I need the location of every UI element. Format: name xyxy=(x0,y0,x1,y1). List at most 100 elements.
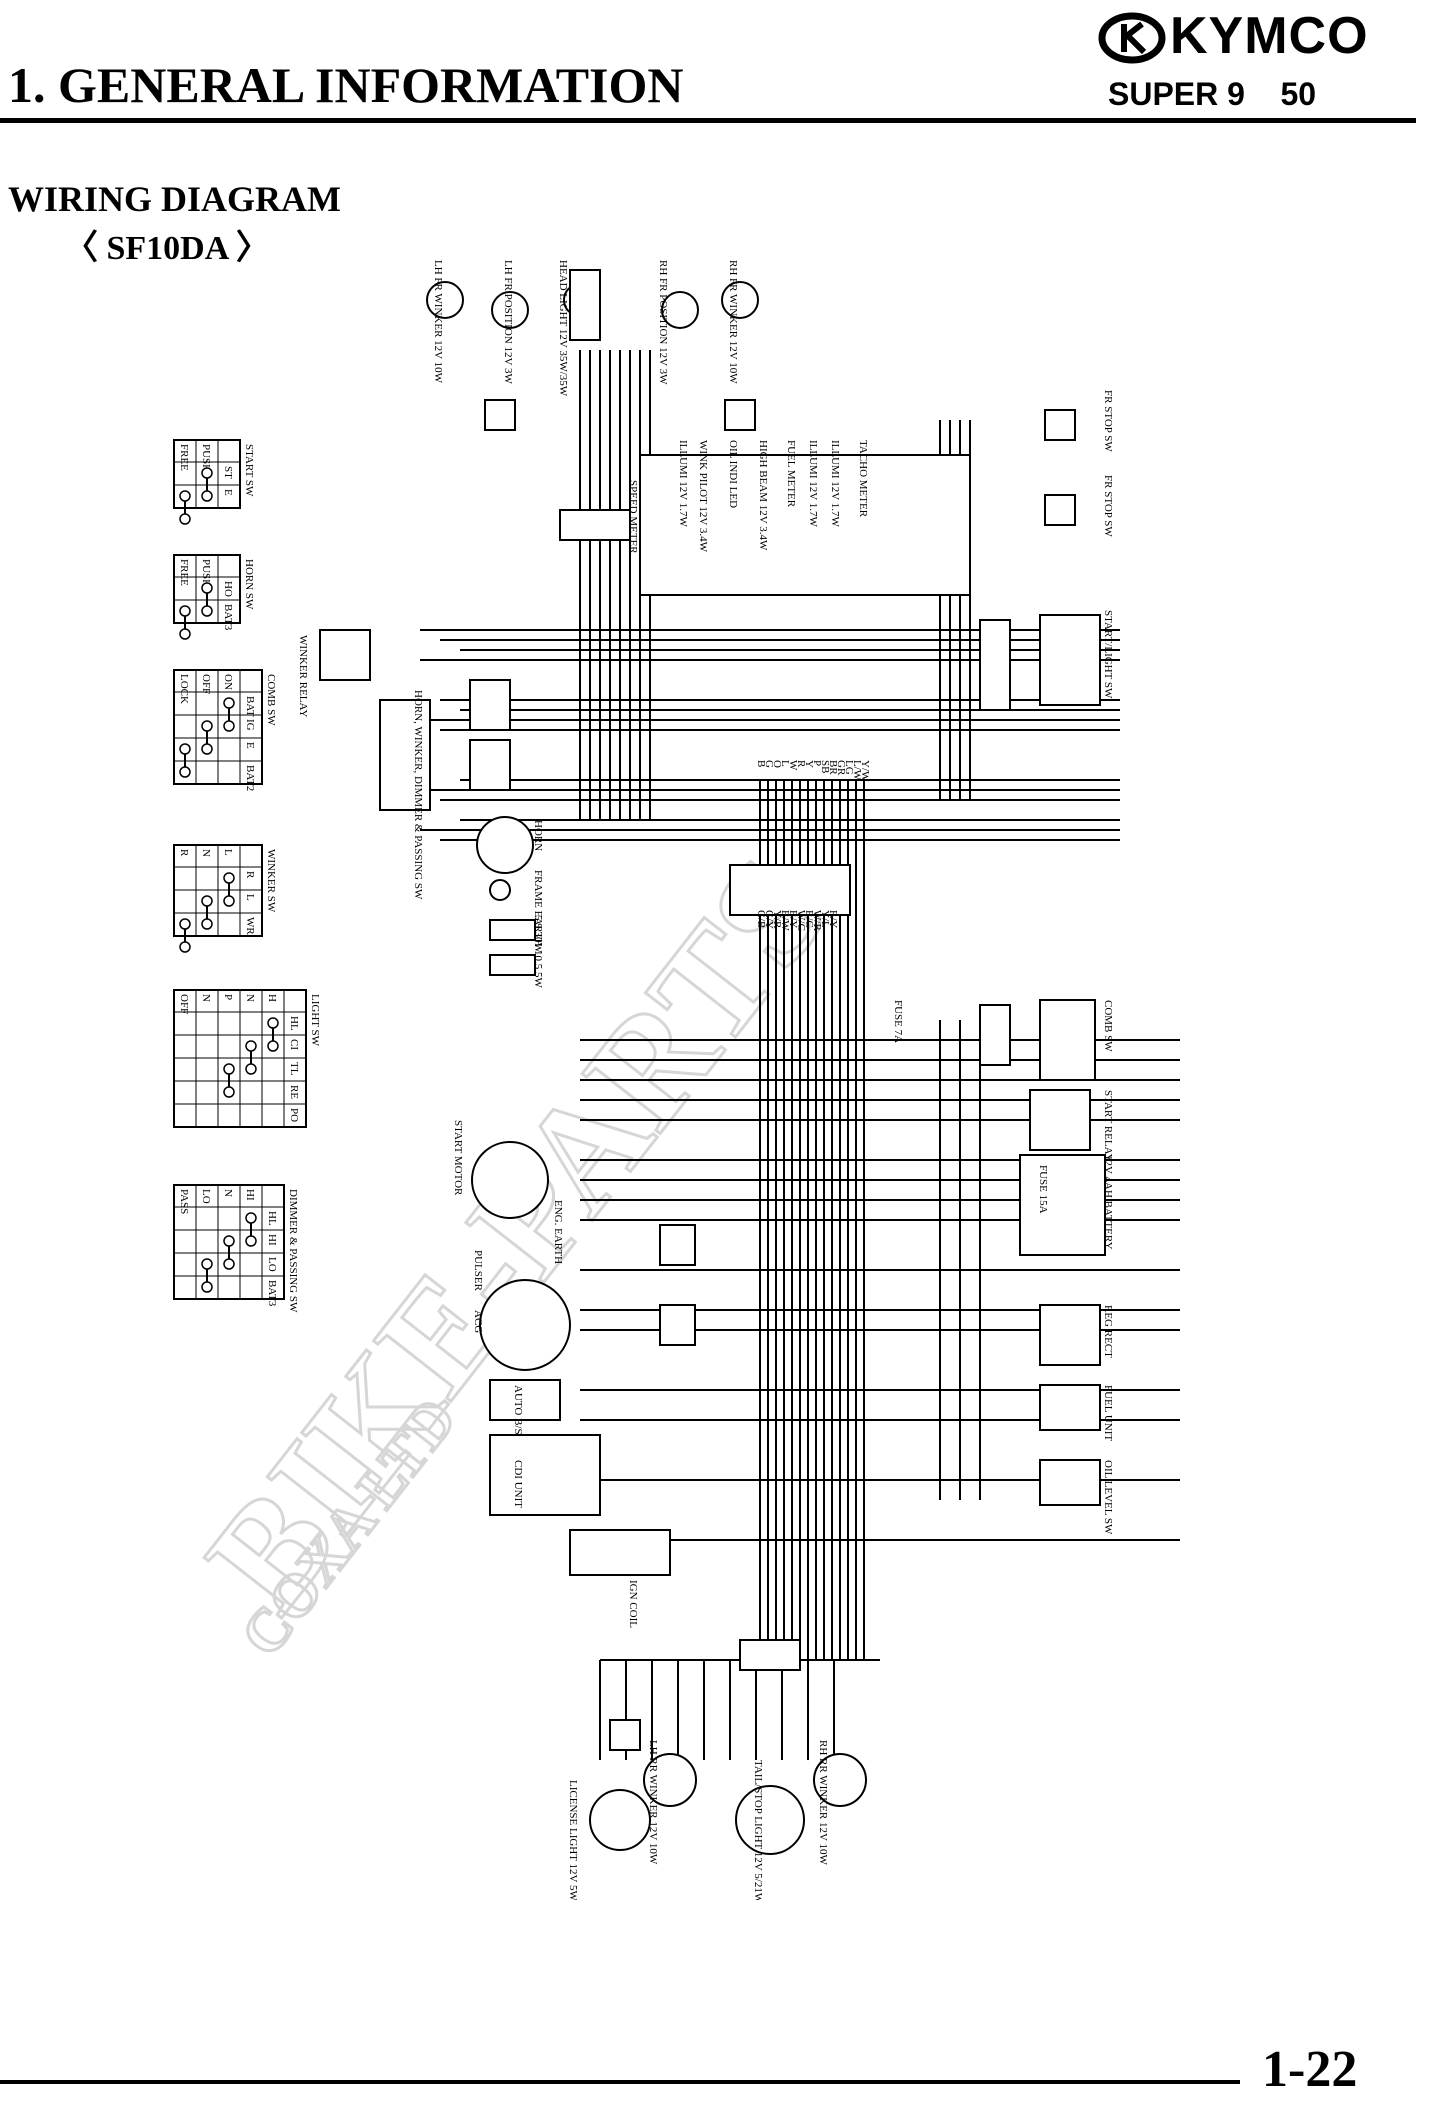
connector xyxy=(469,739,511,791)
wire-color-label: L xyxy=(779,760,791,767)
wire-color-label: B/G xyxy=(803,910,815,928)
wire-color-label: LG xyxy=(843,760,855,775)
table-row-label: N xyxy=(244,994,256,1002)
wire-color-label: Y xyxy=(803,760,815,768)
contact-dot xyxy=(179,605,191,617)
components xyxy=(319,269,1106,1855)
horn xyxy=(476,816,534,874)
table-row-label: OFF xyxy=(200,674,212,694)
component-label: FRAME EARTH xyxy=(532,870,544,947)
connector xyxy=(724,399,756,431)
component-label: 10.5 5W xyxy=(532,950,544,989)
table-col-label: BAT3 xyxy=(266,1280,278,1307)
contact-dot xyxy=(223,1086,235,1098)
component-label: WINK PILOT 12V 3.4W xyxy=(697,440,709,553)
wire-color-label: Y/R xyxy=(771,910,783,929)
table-row-label: H xyxy=(266,994,278,1002)
contact-dot xyxy=(179,766,191,778)
acg xyxy=(479,1279,571,1371)
table-title: COMB SW xyxy=(265,674,277,726)
diagram-title: WIRING DIAGRAM xyxy=(8,179,341,219)
frame-earth xyxy=(489,879,511,901)
rear-bulb xyxy=(643,1753,697,1807)
contact-dot xyxy=(201,582,213,594)
wire-color-label: BR xyxy=(827,760,839,775)
table-row-label: PUSH xyxy=(200,444,212,472)
table-row-label: FREE xyxy=(178,444,190,471)
contact-dot xyxy=(223,872,235,884)
wire-color-label: B/W xyxy=(779,910,791,931)
table-row-label: P xyxy=(222,994,234,1000)
battery xyxy=(1019,1154,1106,1256)
table-row-label: L xyxy=(222,849,234,856)
table-row-label: ON xyxy=(222,674,234,690)
oil-level-sw xyxy=(1039,1459,1101,1506)
component-label: ILLUMI 12V 1.7W xyxy=(829,440,841,527)
table-col-label: E xyxy=(222,489,234,496)
wire-color-label: W/G xyxy=(795,910,807,931)
table-row-label: N xyxy=(200,994,212,1002)
cdi-unit xyxy=(489,1434,601,1516)
fuel-unit xyxy=(1039,1384,1101,1431)
contact-dot xyxy=(201,1281,213,1293)
contact-dot xyxy=(245,1040,257,1052)
contact-dot xyxy=(201,467,213,479)
section-number: 1. xyxy=(8,57,46,113)
table-col-label: BAT2 xyxy=(244,765,256,791)
table-row-label: R xyxy=(178,849,190,857)
connector xyxy=(469,679,511,731)
table-row-label: N xyxy=(222,1189,234,1197)
comb-sw-box xyxy=(1039,999,1096,1081)
component-label: AUTO B/S xyxy=(512,1385,524,1435)
reg-rect xyxy=(1039,1304,1101,1366)
table-col-label: TL xyxy=(288,1062,300,1076)
wire-color-label: R xyxy=(795,760,807,768)
table-title: START SW xyxy=(243,444,255,497)
rear-bulb xyxy=(589,1789,651,1851)
wire-color-label: L/W xyxy=(851,760,863,781)
component-label: RH RR WINKER 12V 10W xyxy=(817,1740,829,1865)
wire-color-label: B xyxy=(755,760,767,767)
component-label: START MOTOR xyxy=(452,1120,464,1196)
contact-dot xyxy=(179,918,191,930)
connector xyxy=(739,1639,801,1671)
start-motor xyxy=(471,1141,549,1219)
connector-block xyxy=(729,864,851,916)
table-col-label: R xyxy=(244,871,256,879)
component-label: LH FR WINKER 12V 10W xyxy=(432,260,444,384)
front-bulb xyxy=(721,281,759,319)
table-col-label: RE xyxy=(288,1085,300,1099)
contact-dot xyxy=(201,605,213,617)
contact-dot xyxy=(201,490,213,502)
table-col-label: PO xyxy=(288,1108,300,1122)
contact-dot xyxy=(245,1063,257,1075)
table-col-label: LO xyxy=(266,1257,278,1272)
table-col-label: BAT3 xyxy=(222,604,234,631)
winker-relay xyxy=(319,629,371,681)
table-col-label: CI xyxy=(288,1039,300,1050)
contact-dot xyxy=(223,720,235,732)
contact-dot xyxy=(223,697,235,709)
connector xyxy=(659,1304,696,1346)
table-row-label: PASS xyxy=(178,1189,190,1214)
component-label: START/LIGHT SW xyxy=(1102,610,1114,699)
component-label: ILLUMI 12V 1.7W xyxy=(677,440,689,527)
component-label: REG RECT xyxy=(1102,1305,1114,1358)
speed-meter-box xyxy=(639,454,971,596)
table-row-label: LOCK xyxy=(178,674,190,704)
connector xyxy=(559,509,631,541)
contact-dot xyxy=(245,1235,257,1247)
wire-color-label: G/B xyxy=(755,910,767,928)
component-label: SPEED METER xyxy=(627,480,639,554)
component-label: OIL INDI LED xyxy=(727,440,739,508)
table-col-label: E xyxy=(244,742,256,749)
rear-bulb xyxy=(813,1753,867,1807)
table-col-label: L xyxy=(244,894,256,901)
connector xyxy=(484,399,516,431)
connector xyxy=(979,1004,1011,1066)
table-row-label: N xyxy=(200,849,212,857)
